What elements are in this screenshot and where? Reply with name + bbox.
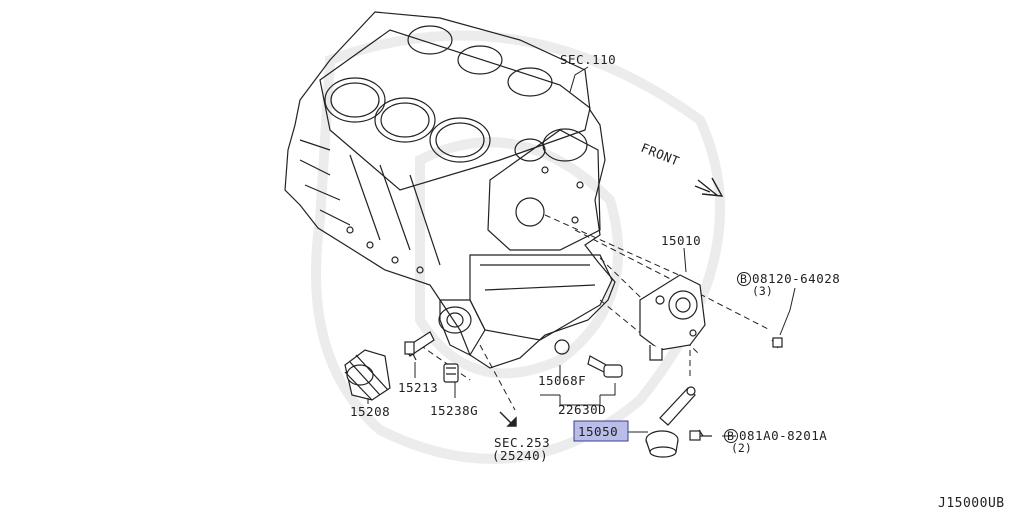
bolt-upper-qty: (3)	[752, 284, 773, 298]
front-label: FRONT	[639, 140, 682, 169]
bolt-lower-label: 081A0-8201A	[739, 428, 827, 443]
bolt-lower-qty: (2)	[731, 441, 752, 455]
oil-pressure-switch	[587, 355, 623, 378]
sec253-label: SEC.253	[494, 435, 550, 450]
bolt-upper-callout: B 08120-64028 (3)	[737, 271, 840, 298]
front-arrow-icon	[694, 177, 724, 197]
part-15208-label: 15208	[350, 404, 390, 419]
sec110-label: SEC.110	[560, 52, 616, 67]
gasket	[554, 339, 570, 355]
sec253-sub-label: (25240)	[492, 448, 548, 463]
oil-filter	[344, 349, 391, 401]
bolt-marker-icon-2	[724, 429, 738, 443]
part-15050-highlight	[573, 420, 629, 442]
bolt-marker-icon	[737, 272, 751, 286]
relief-valve	[443, 363, 459, 383]
oil-strainer	[645, 386, 696, 458]
connector-stud	[404, 331, 435, 361]
bolt-lower-callout: B 081A0-8201A (2)	[724, 428, 827, 455]
diagram-id: J15000UB	[938, 496, 1005, 511]
part-15050-label[interactable]: 15050	[578, 424, 618, 439]
engine-block	[284, 11, 616, 369]
bolt-upper-marker: B	[740, 272, 747, 286]
leader-lines	[367, 66, 796, 437]
part-15213-label: 15213	[398, 380, 438, 395]
part-22630d-label: 22630D	[558, 402, 606, 417]
part-15068f-label: 15068F	[538, 373, 586, 388]
part-15238g-label: 15238G	[430, 403, 478, 418]
sec253-arrow-icon	[499, 411, 517, 427]
part-15050-callout[interactable]: 15050	[573, 420, 629, 442]
bolt-upper-label: 08120-64028	[752, 271, 840, 286]
bolt-lower-marker: B	[727, 429, 734, 443]
part-15010-label: 15010	[661, 233, 701, 248]
bolt-icons	[689, 337, 783, 441]
oil-pump	[639, 274, 706, 361]
